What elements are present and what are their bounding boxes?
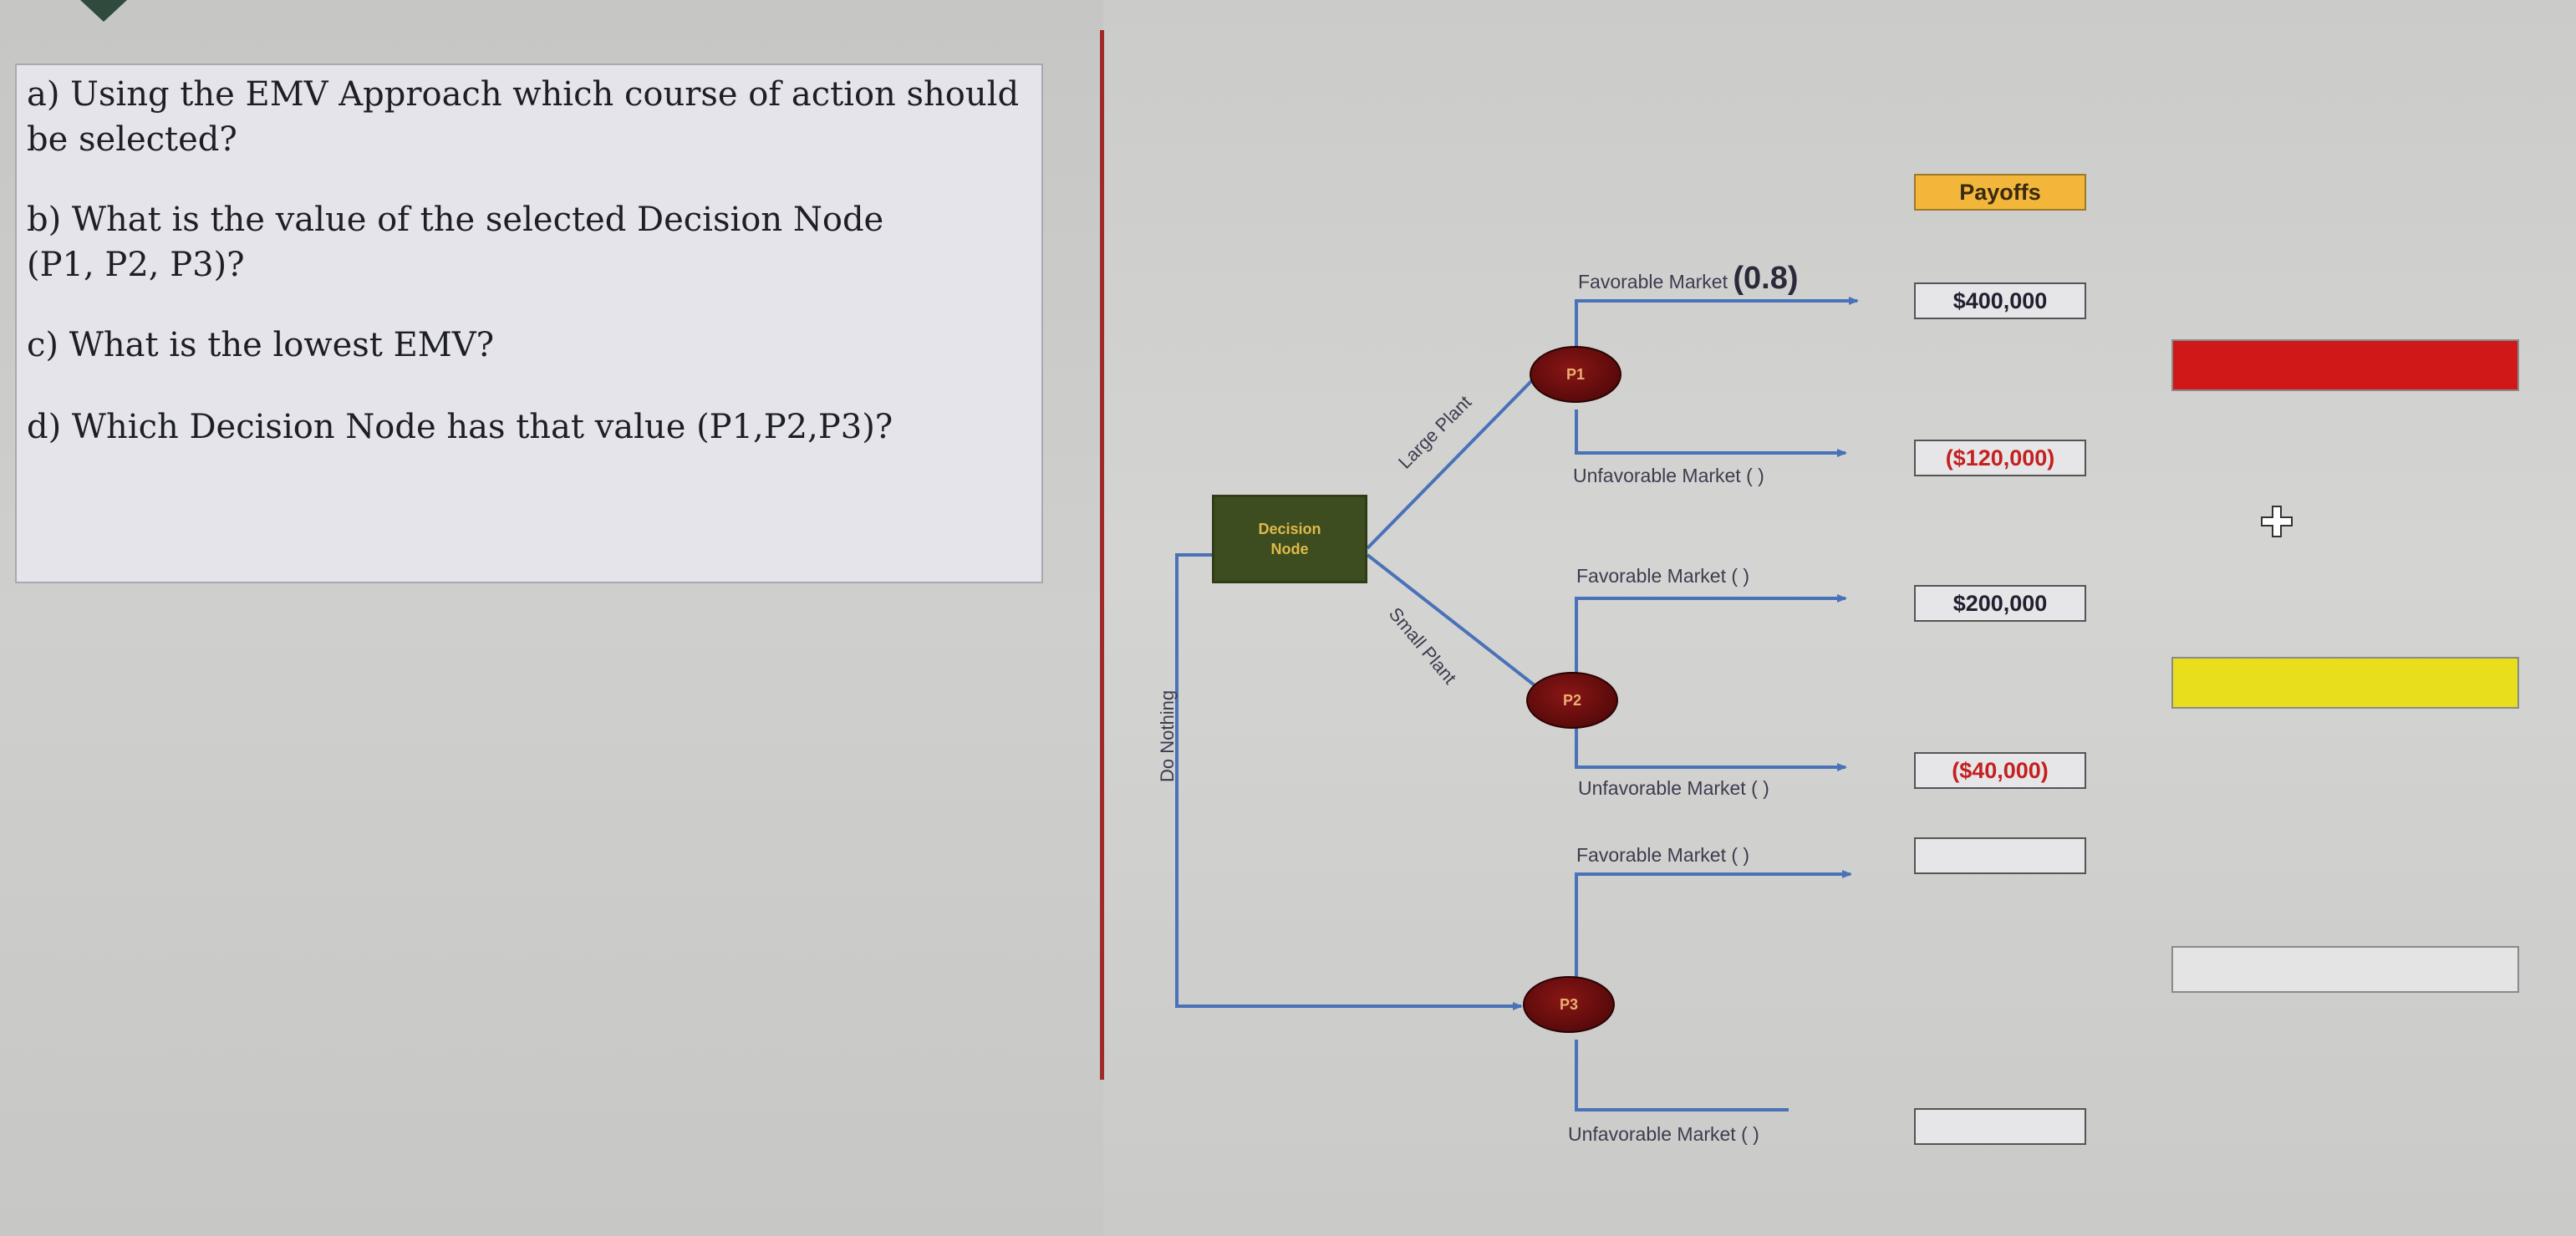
payoff-p3-unfavorable[interactable] — [1914, 1108, 2086, 1145]
p1-favorable-text: Favorable Market — [1578, 271, 1728, 292]
question-a-line1: a) Using the EMV Approach which course o… — [27, 75, 1020, 114]
payoff-p1-unfavorable[interactable]: ($120,000) — [1914, 440, 2086, 476]
do-nothing-branch-line — [1175, 553, 1523, 1010]
chance-node-p1-label: P1 — [1565, 365, 1586, 383]
corner-indicator-icon — [80, 0, 127, 22]
p1-unfavorable-label: Unfavorable Market ( ) — [1573, 465, 1764, 486]
question-a-line2: be selected? — [27, 120, 237, 159]
background-right — [1103, 0, 2576, 1236]
chance-node-p1[interactable]: P1 — [1530, 346, 1621, 403]
question-a: a) Using the EMV Approach which course o… — [27, 72, 1030, 162]
p1-unfavorable-line — [1575, 409, 1847, 457]
decision-node-label-line1: Decision — [1258, 521, 1321, 537]
question-d-line1: d) Which Decision Node has that value (P… — [27, 408, 893, 446]
p2-favorable-label: Favorable Market ( ) — [1576, 565, 1750, 587]
payoff-p1-favorable[interactable]: $400,000 — [1914, 282, 2086, 319]
p1-favorable-line — [1575, 297, 1859, 351]
p2-unfavorable-line — [1575, 724, 1847, 771]
vertical-divider-line — [1100, 30, 1104, 1080]
question-d: d) Which Decision Node has that value (P… — [27, 404, 1030, 450]
p2-unfavorable-label: Unfavorable Market ( ) — [1578, 777, 1769, 799]
question-c-line1: c) What is the lowest EMV? — [27, 326, 495, 364]
crosshair-cursor-icon — [2261, 506, 2293, 537]
p3-favorable-line — [1575, 870, 1852, 978]
small-plant-branch-line — [1366, 553, 1536, 687]
question-c: c) What is the lowest EMV? — [27, 323, 1030, 368]
p3-unfavorable-label: Unfavorable Market ( ) — [1568, 1123, 1759, 1145]
payoff-p2-unfavorable[interactable]: ($40,000) — [1914, 752, 2086, 789]
question-b: b) What is the value of the selected Dec… — [27, 197, 1030, 287]
decision-node[interactable]: Decision Node — [1212, 495, 1367, 583]
chance-node-p2[interactable]: P2 — [1526, 672, 1618, 729]
payoff-p2-favorable[interactable]: $200,000 — [1914, 585, 2086, 622]
p3-unfavorable-line — [1575, 1040, 1789, 1111]
decision-node-label-line2: Node — [1270, 541, 1309, 557]
p3-favorable-label: Favorable Market ( ) — [1576, 844, 1750, 866]
p1-favorable-probability: (0.8) — [1733, 261, 1799, 296]
do-nothing-label: Do Nothing — [1157, 689, 1178, 782]
swatch-red[interactable] — [2171, 339, 2519, 391]
p2-favorable-line — [1575, 594, 1847, 675]
payoffs-header: Payoffs — [1914, 174, 2086, 211]
swatch-light-gray[interactable] — [2171, 946, 2519, 993]
question-text-box[interactable]: a) Using the EMV Approach which course o… — [15, 64, 1043, 583]
p1-favorable-label: Favorable Market (0.8) — [1578, 261, 1799, 297]
large-plant-branch-line — [1366, 374, 1538, 550]
chance-node-p3-label: P3 — [1559, 995, 1579, 1013]
question-b-line2: (P1, P2, P3)? — [27, 246, 245, 284]
payoff-p3-favorable[interactable] — [1914, 837, 2086, 874]
chance-node-p2-label: P2 — [1562, 691, 1582, 709]
question-b-line1: b) What is the value of the selected Dec… — [27, 201, 884, 239]
swatch-yellow[interactable] — [2171, 657, 2519, 709]
chance-node-p3[interactable]: P3 — [1523, 976, 1615, 1033]
